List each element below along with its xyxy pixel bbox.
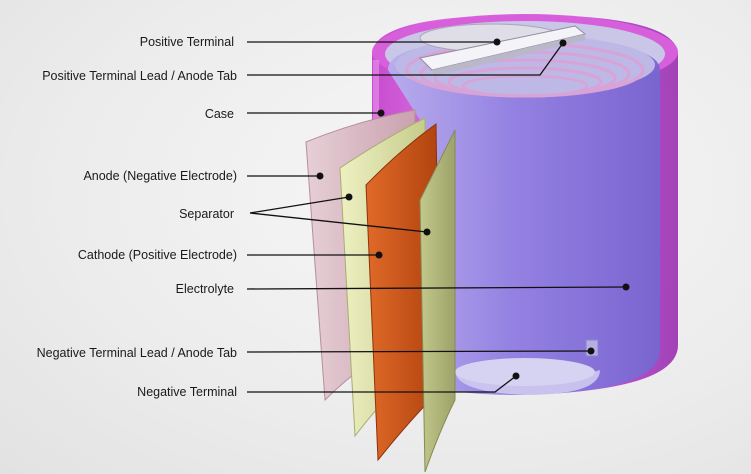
leader-positive-lead	[247, 42, 564, 76]
label-electrolyte: Electrolyte	[176, 282, 234, 296]
separator-sheet-inner	[419, 129, 456, 473]
dot-separator-a	[345, 193, 353, 201]
dot-negative-terminal	[512, 372, 520, 380]
leader-dots	[316, 38, 630, 380]
label-separator: Separator	[179, 207, 234, 221]
electrolyte-shape	[388, 35, 660, 395]
dot-cathode	[375, 251, 383, 259]
dot-positive-lead	[559, 39, 567, 47]
leader-separator-a	[249, 196, 350, 214]
label-negative-lead: Negative Terminal Lead / Anode Tab	[37, 346, 237, 360]
dot-positive-terminal	[493, 38, 501, 46]
dot-electrolyte	[622, 283, 630, 291]
leader-electrolyte	[246, 286, 627, 290]
label-positive-terminal: Positive Terminal	[140, 35, 234, 49]
leader-lines	[246, 41, 627, 393]
leader-negative-lead	[246, 350, 592, 353]
label-negative-terminal: Negative Terminal	[137, 385, 237, 399]
label-case: Case	[205, 107, 234, 121]
leader-negative-terminal	[247, 375, 517, 393]
label-positive-lead: Positive Terminal Lead / Anode Tab	[42, 69, 237, 83]
dot-anode	[316, 172, 324, 180]
dot-separator-b	[423, 228, 431, 236]
dot-negative-lead	[587, 347, 595, 355]
positive-terminal-shape	[418, 23, 587, 76]
leader-separator-b	[249, 212, 428, 233]
label-cathode: Cathode (Positive Electrode)	[78, 248, 237, 262]
label-anode: Anode (Negative Electrode)	[83, 169, 237, 183]
dot-case	[377, 109, 385, 117]
